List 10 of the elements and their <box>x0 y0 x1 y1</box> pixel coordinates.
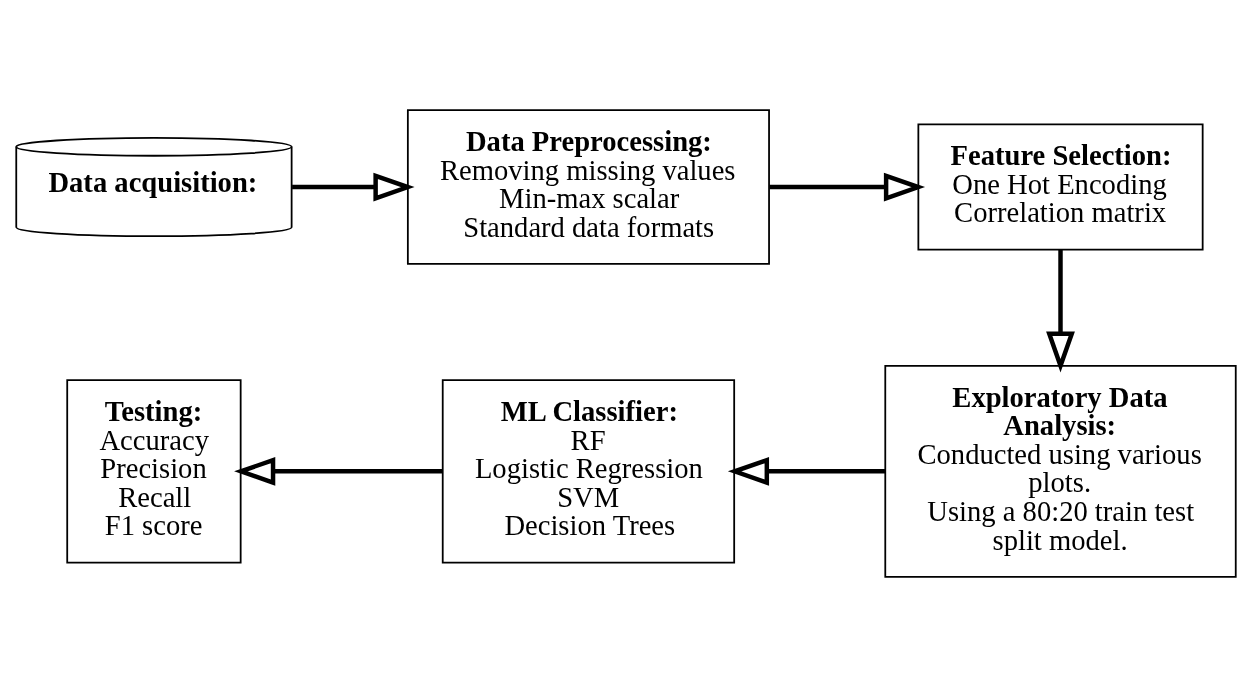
arrow <box>292 172 415 201</box>
node-box: ML Classifier: RF Logistic Regression SVM Decision Trees <box>441 378 736 563</box>
arrow <box>234 456 443 486</box>
arrow <box>727 456 886 486</box>
node-box: Feature Selection: One Hot Encoding Correlation matrix <box>917 123 1204 250</box>
node-box: Testing: Accuracy Precision Recall F1 score <box>66 378 242 563</box>
arrow <box>1046 249 1075 373</box>
node-box: Exploratory Data Analysis: Conducted using various plots. Using a 80:20 train test split model. <box>884 364 1237 578</box>
arrow <box>769 172 926 201</box>
node-box: Data Preprocessing: Removing missing values Min-max scalar Standard data formats <box>406 108 770 265</box>
